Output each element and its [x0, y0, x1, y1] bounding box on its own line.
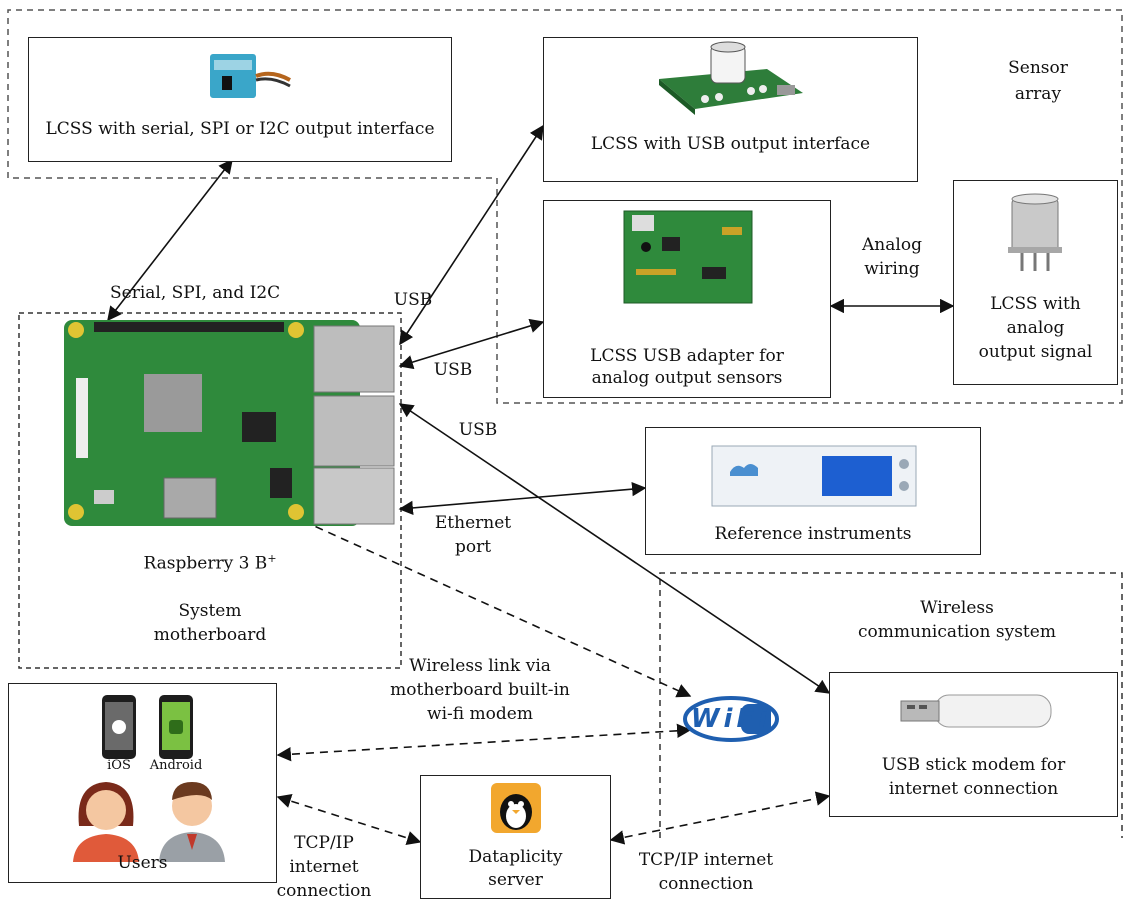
arrow-server-modem	[609, 791, 831, 845]
serial-sensor-label: LCSS with serial, SPI or I2C output inte…	[45, 119, 435, 139]
ethernet-label-1: Ethernet	[434, 513, 512, 533]
modem-label-2: internet connection	[888, 779, 1059, 799]
usb-label-2: USB	[433, 360, 473, 380]
server-label-1: Dataplicity	[468, 847, 563, 867]
android-label: Android	[149, 758, 203, 773]
dust-sensor-image	[210, 54, 291, 98]
ios-phone-icon	[102, 695, 136, 759]
motherboard-title-1: System	[178, 601, 242, 621]
tcp-right-label-1: TCP/IP internet	[638, 850, 774, 870]
gas-sensor-image	[1008, 193, 1062, 271]
sensor-array-title-2: array	[1014, 84, 1062, 104]
usb-adapter-label-2: analog output sensors	[591, 368, 783, 388]
adapter-board-image	[623, 210, 753, 304]
usb-sensor-board-image	[659, 41, 803, 115]
wireless-link-label-1: Wireless link via	[409, 656, 551, 676]
board-name-sup: +	[267, 552, 277, 565]
wireless-region	[659, 572, 1123, 838]
reference-label: Reference instruments	[714, 524, 912, 544]
reference-instrument-image	[711, 445, 917, 507]
analog-wiring-label-1: Analog	[862, 235, 922, 255]
board-name-text: Raspberry 3 B	[143, 553, 268, 574]
usb-label-1: USB	[393, 290, 433, 310]
board-name: Raspberry 3 B+	[135, 548, 285, 575]
usb-label-3: USB	[458, 420, 498, 440]
arrow-serial-link	[107, 158, 233, 322]
arrow-usb-sensor	[399, 124, 544, 346]
users-label: Users	[117, 853, 168, 873]
users-box: iOS Android Users	[8, 683, 277, 883]
usb-stick-modem-image	[900, 694, 1052, 728]
usb-adapter-label-1: LCSS USB adapter for	[590, 346, 784, 366]
analog-wiring-label-2: wiring	[864, 259, 920, 279]
arrow-ethernet	[398, 481, 647, 516]
server-label-2: server	[488, 870, 543, 890]
tcp-left-label-2: internet	[289, 857, 359, 877]
male-user-avatar-icon	[159, 782, 225, 862]
analog-sensor-label-2: analog	[1006, 318, 1065, 338]
wifi-logo-text: WiFi	[690, 704, 772, 734]
modem-box: USB stick modem for internet connection	[829, 672, 1118, 817]
wireless-title-1: Wireless	[920, 598, 994, 618]
sensor-array-title-1: Sensor	[1008, 58, 1068, 78]
ethernet-label-2: port	[454, 537, 492, 557]
usb-sensor-box: LCSS with USB output interface	[543, 37, 918, 182]
ios-label: iOS	[107, 758, 131, 773]
tcp-left-label-1: TCP/IP	[294, 833, 354, 853]
modem-label-1: USB stick modem for	[881, 755, 1066, 775]
serial-link-label: Serial, SPI, and I2C	[110, 283, 281, 303]
android-phone-icon	[159, 695, 193, 759]
wireless-title-2: communication system	[858, 622, 1056, 642]
tcp-right-label-2: connection	[658, 874, 754, 894]
analog-sensor-label-1: LCSS with	[990, 294, 1081, 314]
female-user-avatar-icon	[73, 782, 139, 862]
wireless-link-label-3: wi-fi modem	[427, 704, 533, 724]
analog-sensor-box: LCSS with analog output signal	[953, 180, 1118, 385]
motherboard-title-2: motherboard	[153, 625, 267, 645]
penguin-logo-icon	[491, 783, 541, 833]
tcp-left-label-3: connection	[276, 881, 372, 901]
analog-sensor-label-3: output signal	[978, 342, 1093, 362]
server-box: Dataplicity server	[420, 775, 611, 899]
usb-sensor-label: LCSS with USB output interface	[590, 134, 871, 154]
reference-box: Reference instruments	[645, 427, 981, 555]
raspberry-pi-board-image	[64, 320, 395, 526]
arrow-usb-adapter	[398, 318, 545, 370]
wifi-logo-icon	[683, 696, 779, 742]
usb-adapter-box: LCSS USB adapter for analog output senso…	[543, 200, 831, 398]
arrow-usb-modem	[398, 403, 831, 694]
wireless-link-label-2: motherboard built-in	[390, 680, 570, 700]
wifi-logo: WiFi	[683, 696, 779, 742]
arrow-users-wifi	[276, 723, 692, 762]
arrow-wireless-link	[289, 514, 692, 698]
serial-sensor-box: LCSS with serial, SPI or I2C output inte…	[28, 37, 452, 162]
arrow-users-server	[276, 794, 422, 845]
